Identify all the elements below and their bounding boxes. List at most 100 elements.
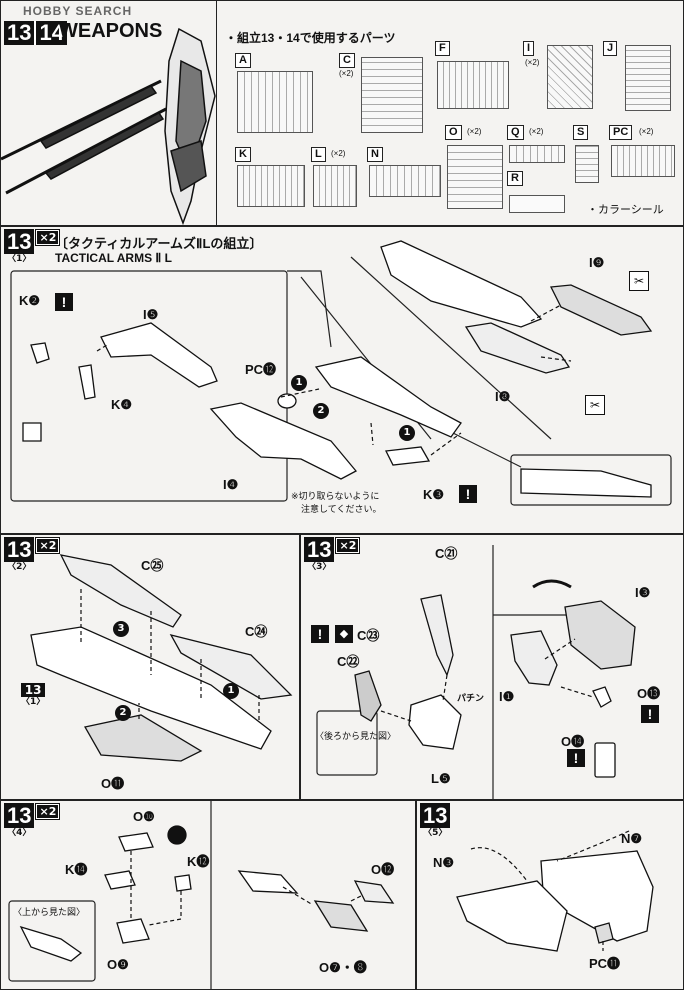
- step-13-1-diagram: [10, 240, 672, 506]
- exclamation-icon: !: [641, 705, 659, 723]
- snap-sound: パチン: [457, 694, 485, 704]
- parts-list-heading: ・組立13・14で使用するパーツ: [225, 31, 396, 45]
- label-o9: O❾: [107, 957, 129, 972]
- step-number: 13: [420, 803, 451, 828]
- order-1-icon: 1: [291, 375, 307, 391]
- runner-f: F: [435, 41, 511, 111]
- label-i3: I❸: [635, 585, 651, 600]
- symmetric-part-icon: ◆: [335, 625, 353, 643]
- weapon-illustration: [1, 27, 216, 225]
- runner-a-label: A: [235, 53, 251, 68]
- label-o11: O⓫: [101, 776, 125, 791]
- order-3-icon: 3: [113, 621, 129, 637]
- label-k12: K⓬: [187, 854, 210, 869]
- label-n7: N❼: [621, 831, 643, 846]
- step-13-3-diagram: [316, 545, 636, 799]
- step-13-5-badge: 13 〈5〉: [420, 803, 451, 838]
- step-multiplier: ×2: [35, 229, 61, 246]
- label-k4: K❹: [111, 397, 133, 412]
- runner-o: O (×2): [445, 125, 505, 211]
- label-k3: K❸: [423, 487, 445, 502]
- runner-s: S: [573, 125, 603, 185]
- runner-n-label: N: [367, 147, 383, 162]
- label-i4: I❹: [223, 477, 239, 492]
- label-c23: C㉓: [357, 628, 380, 643]
- runner-q-label: Q: [507, 125, 524, 140]
- exclamation-icon: !: [459, 485, 477, 503]
- step-13-4-panel: 13 〈4〉 ×2: [0, 800, 416, 990]
- label-o12: O⓬: [371, 862, 395, 877]
- label-n3: N❸: [433, 855, 455, 870]
- step-13-2-panel: 13 〈2〉 ×2 C㉕ C㉔ O⓫ 3 1 2: [0, 534, 300, 800]
- order-2-icon: 2: [313, 403, 329, 419]
- step-multiplier: ×2: [35, 803, 61, 820]
- runner-r-label: R: [507, 171, 523, 186]
- runner-q: Q (×2): [507, 125, 567, 165]
- runner-a: A: [235, 53, 315, 133]
- label-i8: I❽: [495, 389, 511, 404]
- order-2-icon: 2: [115, 705, 131, 721]
- label-o14: O⓮: [561, 734, 585, 749]
- step-13-5-panel: 13 〈5〉 N❼ N❸ PC⓫: [416, 800, 684, 990]
- step-13-2-diagram: [30, 554, 293, 762]
- label-k14: K⓮: [65, 862, 88, 877]
- nipper-icon: ✂: [629, 271, 649, 291]
- runner-c-label: C: [339, 53, 355, 68]
- step-sub: 〈3〉: [307, 562, 332, 572]
- label-l5: L❺: [431, 771, 451, 786]
- runner-o-label: O: [445, 125, 462, 140]
- label-i9: I❾: [589, 255, 605, 270]
- label-i5: I❺: [143, 307, 159, 322]
- step-number: 13: [304, 537, 335, 562]
- runner-i-label: I: [523, 41, 535, 56]
- step-sub: 〈4〉: [7, 828, 32, 838]
- header-step-13: 13: [4, 21, 37, 45]
- step-13-1-badge: 13 〈1〉 ×2: [4, 229, 61, 264]
- label-pc12: PC⓬: [245, 362, 277, 377]
- page-title: WEAPONS: [59, 20, 163, 42]
- runner-f-label: F: [435, 41, 450, 56]
- step-number: 13: [4, 803, 35, 828]
- step-13-4-badge: 13 〈4〉 ×2: [4, 803, 61, 838]
- step-number: 13: [4, 537, 35, 562]
- step-13-3-badge: 13 〈3〉 ×2: [304, 537, 361, 572]
- header-step-14: 14: [36, 21, 67, 45]
- runner-pc: PC (×2): [609, 125, 677, 181]
- step-13-4-diagram: [8, 801, 395, 989]
- color-sticker-label: ・カラーシール: [587, 204, 664, 216]
- step-multiplier: ×2: [35, 537, 61, 554]
- order-1-icon: 1: [223, 683, 239, 699]
- label-o13: O⓭: [637, 686, 661, 701]
- label-o10: O❿: [133, 809, 155, 824]
- parts-list-panel: ・組立13・14で使用するパーツ A C (×2) F I (×2) J K: [216, 0, 684, 226]
- runner-c: C (×2): [339, 53, 427, 133]
- header-steps: 13 14: [4, 21, 67, 45]
- ref-step-badge: 13 〈1〉: [21, 683, 46, 707]
- top-view-caption: 〈上から見た図〉: [13, 908, 86, 918]
- label-c22: C㉒: [337, 654, 360, 669]
- step-13-5-diagram: [456, 830, 654, 952]
- step-13-3-panel: 13 〈3〉 ×2: [300, 534, 684, 800]
- section-title-jp: 〔タクティカルアームズⅡLの組立〕: [55, 236, 263, 251]
- ref-step-number: 13: [21, 683, 46, 697]
- caution-note-line1: ※切り取らないように: [291, 492, 380, 502]
- runner-l-label: L: [311, 147, 326, 162]
- runner-l: L (×2): [311, 147, 357, 209]
- label-o7-8: O❼・❽: [319, 960, 367, 975]
- step-13-1-panel: 13 〈1〉 ×2 〔タクティカルアームズⅡLの組立〕 TACTICAL ARM…: [0, 226, 684, 534]
- label-c24: C㉔: [245, 624, 268, 639]
- label-c25: C㉕: [141, 558, 164, 573]
- caution-note-line2: 注意してください。: [301, 505, 382, 515]
- runner-j: J: [603, 41, 673, 113]
- exclamation-icon: !: [311, 625, 329, 643]
- watermark: HOBBY SEARCH: [23, 4, 133, 18]
- runner-k: K: [235, 147, 307, 209]
- section-title-en: TACTICAL ARMS Ⅱ L: [55, 251, 173, 265]
- label-i1: I❶: [499, 689, 515, 704]
- runner-r: R: [507, 171, 567, 217]
- runner-i: I (×2): [523, 41, 593, 113]
- runner-k-label: K: [235, 147, 251, 162]
- runner-j-label: J: [603, 41, 618, 56]
- label-pc11: PC⓫: [589, 956, 621, 971]
